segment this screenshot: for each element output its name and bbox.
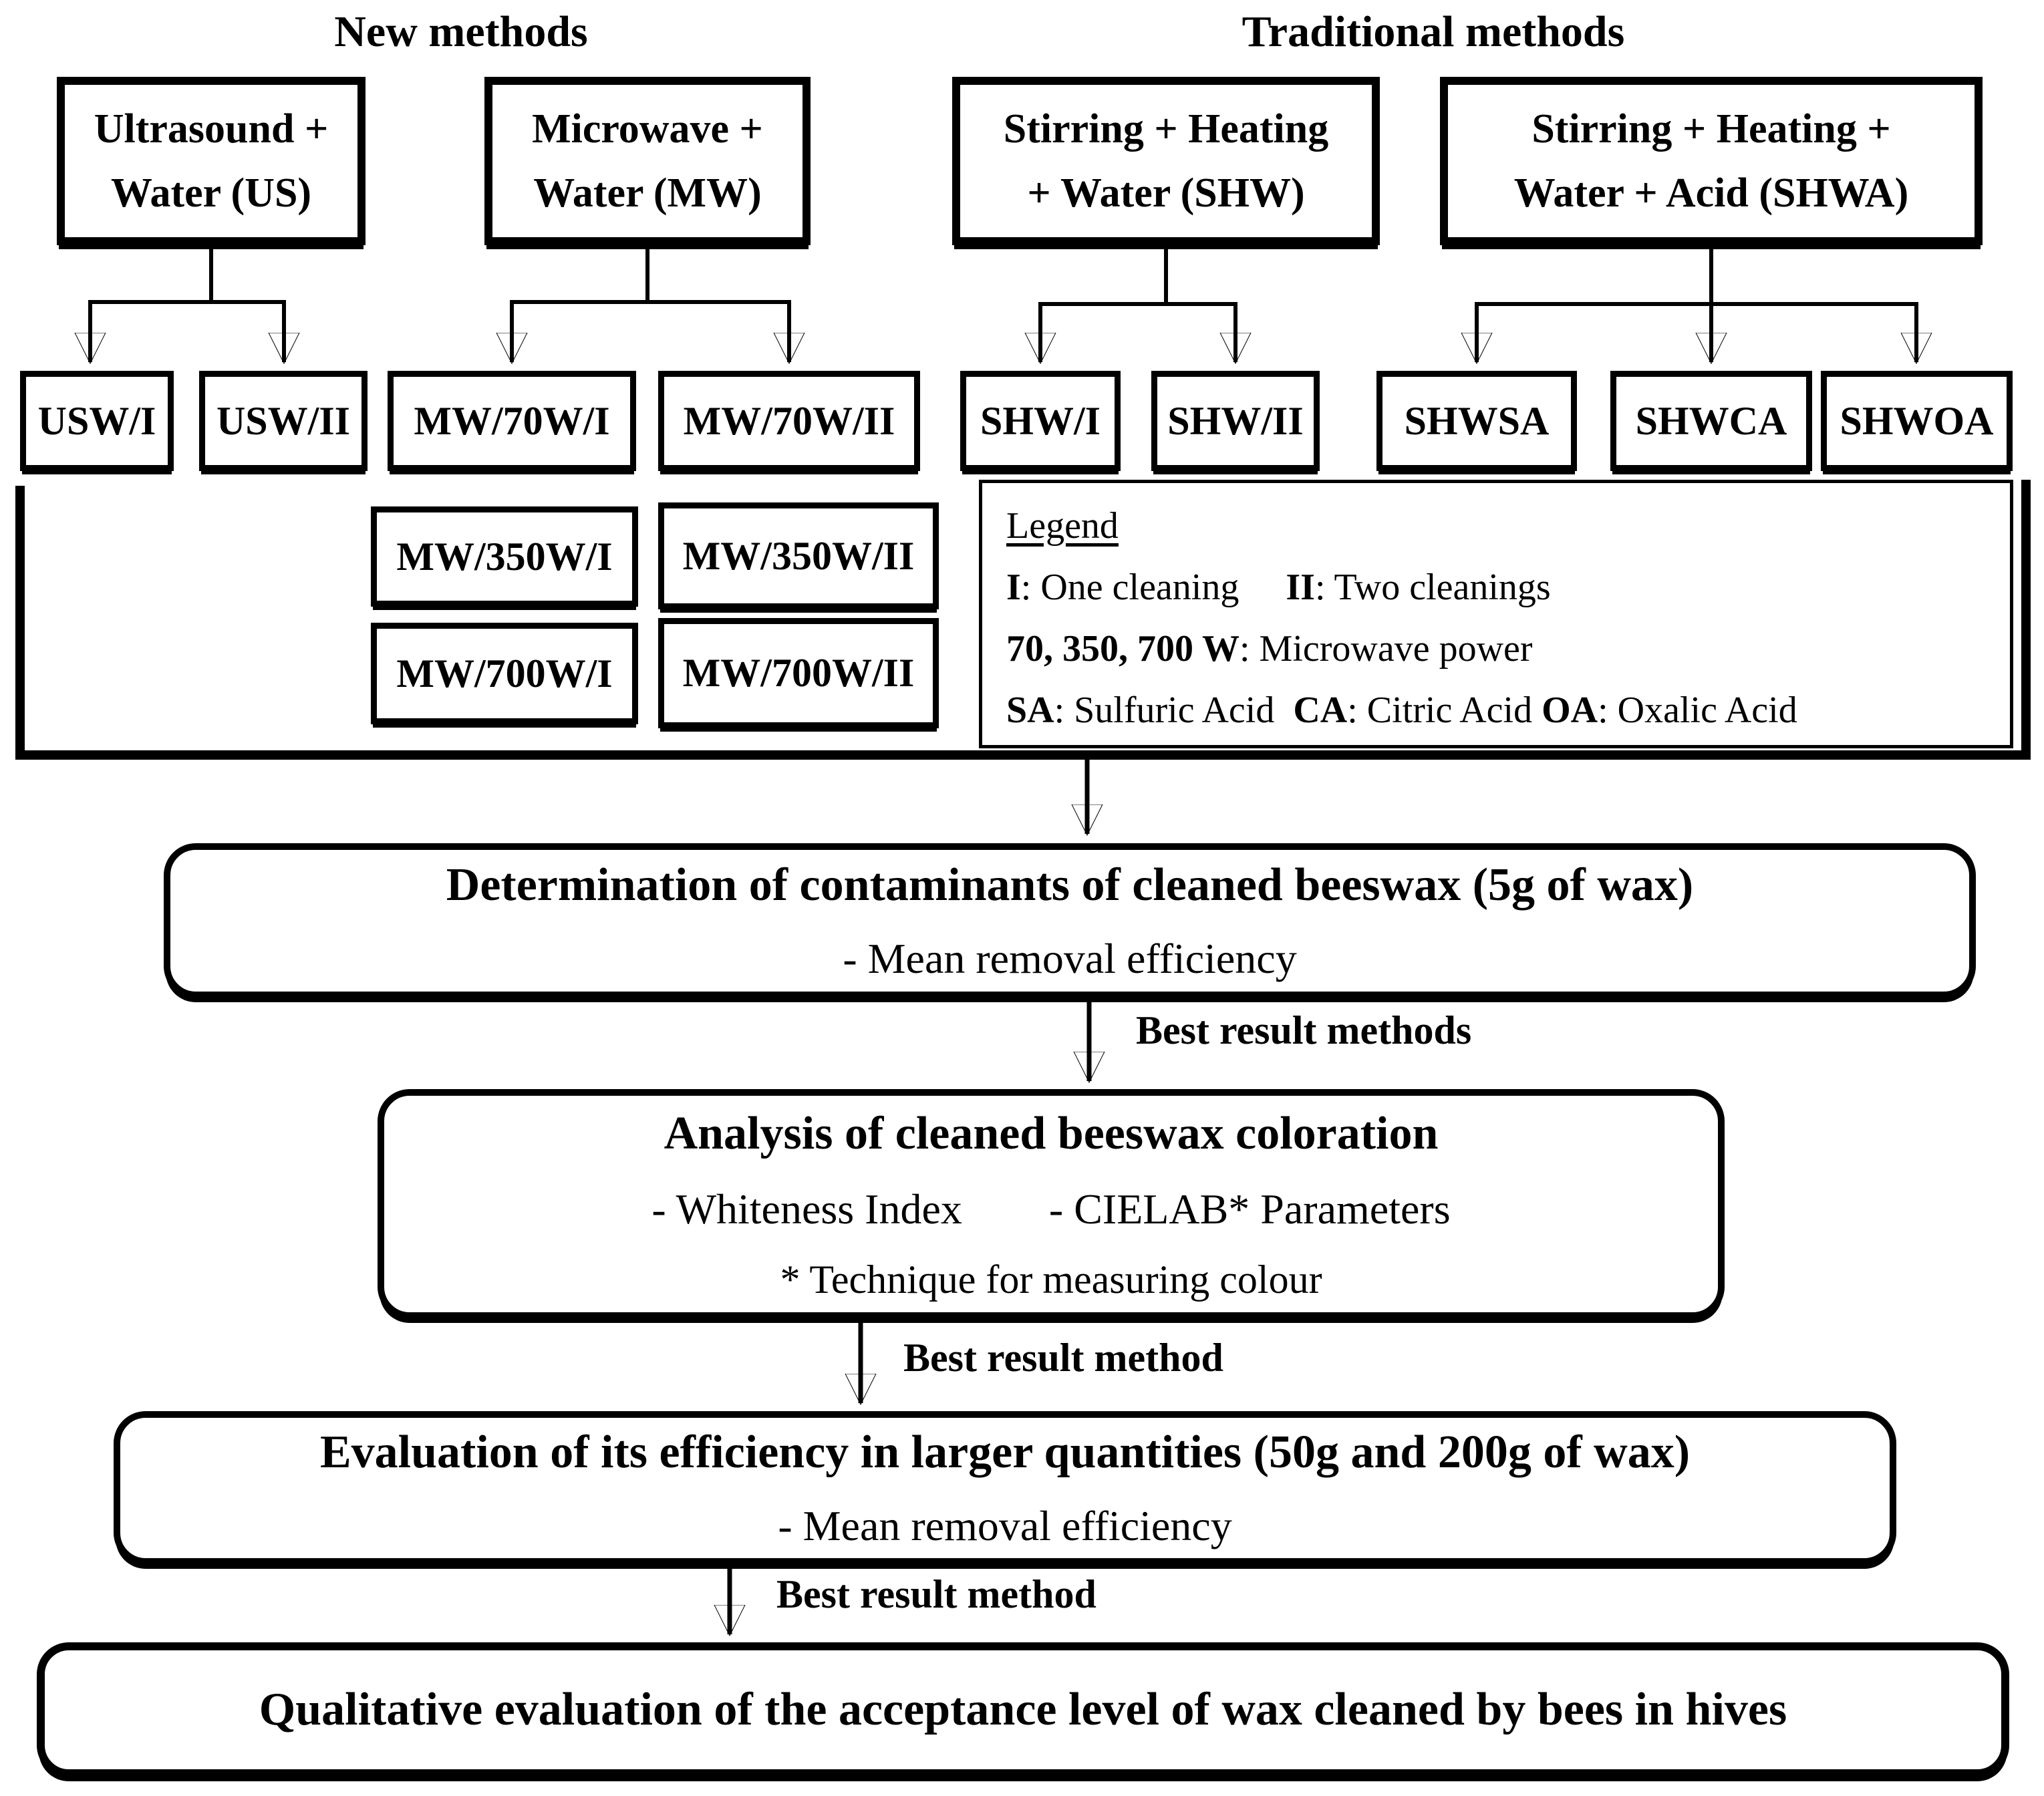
analysis-box: Analysis of cleaned beeswax coloration -… [378, 1089, 1725, 1319]
box-mw-700w-ii: MW/700W/II [658, 618, 939, 728]
determination-subtitle: - Mean removal efficiency [843, 934, 1297, 982]
legend-segment: : Microwave power [1239, 628, 1533, 669]
box-microwave-water: Microwave + Water (MW) [484, 77, 811, 245]
box-label-line: Water (MW) [533, 170, 762, 216]
legend-segment: II [1286, 567, 1315, 608]
determination-box: Determination of contaminants of cleaned… [164, 843, 1976, 998]
box-label-line: Stirring + Heating [1003, 106, 1329, 152]
legend-line: I: One cleaning II: Two cleanings [1006, 557, 1986, 618]
box-mw-350w-ii: MW/350W/II [658, 502, 939, 609]
legend-segment: : One cleaning [1020, 567, 1286, 608]
determination-title: Determination of contaminants of cleaned… [446, 859, 1694, 911]
legend-segment: : Oxalic Acid [1598, 690, 1797, 731]
best-result-method-label: Best result method [776, 1572, 1097, 1616]
legend-segment: : Two cleanings [1314, 567, 1551, 608]
new-methods-header: New methods [334, 7, 588, 56]
box-stirring-heating-water-acid: Stirring + Heating + Water + Acid (SHWA) [1440, 77, 1983, 245]
evaluation-subtitle: - Mean removal efficiency [778, 1501, 1232, 1549]
qualitative-title: Qualitative evaluation of the acceptance… [259, 1684, 1787, 1735]
best-result-method-label: Best result method [903, 1336, 1223, 1380]
legend-line: Legend [1006, 495, 1986, 557]
box-mw-350w-i: MW/350W/I [371, 506, 638, 607]
legend-segment: OA [1542, 690, 1598, 731]
box-label-line: Water + Acid (SHWA) [1513, 170, 1909, 216]
box-shw-i: SHW/I [960, 371, 1121, 471]
box-usw-ii: USW/II [199, 371, 368, 471]
legend-segment: Legend [1006, 505, 1119, 547]
box-label-line: Water (US) [110, 170, 312, 216]
box-label-line: Ultrasound + [94, 106, 329, 152]
box-label-line: + Water (SHW) [1027, 170, 1305, 216]
analysis-item: - CIELAB* Parameters [1048, 1185, 1451, 1233]
legend-segment: CA [1293, 690, 1348, 731]
box-mw-70w-i: MW/70W/I [388, 371, 636, 471]
best-result-methods-label: Best result methods [1136, 1008, 1472, 1052]
legend-segment: SA [1006, 690, 1054, 731]
box-label-line: Microwave + [532, 106, 763, 152]
box-mw-70w-ii: MW/70W/II [658, 371, 920, 471]
traditional-methods-header: Traditional methods [1242, 7, 1625, 56]
analysis-item: - Whiteness Index [651, 1185, 962, 1233]
box-stirring-heating-water: Stirring + Heating + Water (SHW) [952, 77, 1380, 245]
analysis-parameters: - Whiteness Index - CIELAB* Parameters [651, 1185, 1450, 1234]
evaluation-box: Evaluation of its efficiency in larger q… [114, 1411, 1896, 1565]
qualitative-box: Qualitative evaluation of the acceptance… [37, 1642, 2009, 1777]
analysis-footnote: * Technique for measuring colour [780, 1257, 1322, 1302]
analysis-title: Analysis of cleaned beeswax coloration [664, 1107, 1439, 1159]
box-shwoa: SHWOA [1821, 371, 2013, 471]
legend-line: SA: Sulfuric Acid CA: Citric Acid OA: Ox… [1006, 680, 1986, 741]
collector-bracket [15, 480, 2031, 760]
box-shw-ii: SHW/II [1151, 371, 1320, 471]
box-label-line: Stirring + Heating + [1531, 106, 1891, 152]
box-mw-700w-i: MW/700W/I [371, 623, 638, 724]
legend-segment: : Citric Acid [1347, 690, 1542, 731]
legend-segment: : Sulfuric Acid [1054, 690, 1294, 731]
legend-line: 70, 350, 700 W: Microwave power [1006, 618, 1986, 680]
legend-segment: I [1006, 567, 1021, 608]
legend-segment: 70, 350, 700 W [1006, 628, 1239, 669]
evaluation-title: Evaluation of its efficiency in larger q… [319, 1426, 1691, 1478]
box-usw-i: USW/I [20, 371, 174, 471]
box-ultrasound-water: Ultrasound + Water (US) [57, 77, 366, 245]
box-shwca: SHWCA [1610, 371, 1812, 471]
box-shwsa: SHWSA [1376, 371, 1577, 471]
